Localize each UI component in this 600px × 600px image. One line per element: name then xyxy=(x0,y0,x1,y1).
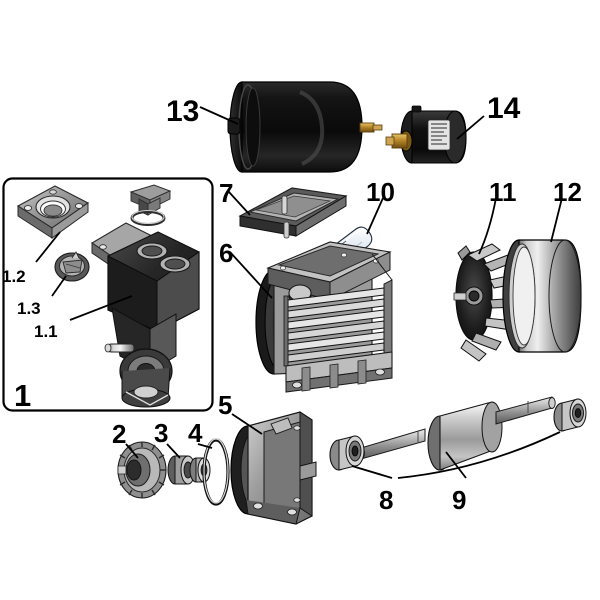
part-pump-casing xyxy=(230,411,317,525)
callout-4: 4 xyxy=(188,418,203,448)
callout-6: 6 xyxy=(219,238,234,268)
leader-line-14 xyxy=(456,115,485,140)
part-o-ring xyxy=(202,438,230,506)
part-ball-bearing-left xyxy=(329,435,365,471)
part-mounting-flange xyxy=(16,185,90,239)
part-pressure-tank xyxy=(227,81,383,173)
part-plug-and-seal xyxy=(129,184,172,226)
leader-line-5 xyxy=(231,413,263,435)
part-rotor-shaft xyxy=(357,396,556,471)
part-pump-body-casting xyxy=(90,222,200,408)
callout-7: 7 xyxy=(219,178,234,208)
leader-lines-group-1 xyxy=(35,231,133,321)
callout-8: 8 xyxy=(379,485,394,515)
part-cooling-fan xyxy=(453,243,521,362)
callout-11: 11 xyxy=(489,177,517,207)
leader-line-11 xyxy=(478,197,497,255)
callout-9: 9 xyxy=(452,485,467,515)
callout-1: 1 xyxy=(14,378,32,413)
callout-1-3: 1.3 xyxy=(17,299,41,318)
leader-line-7 xyxy=(228,191,251,216)
callout-1-1: 1.1 xyxy=(34,322,58,341)
leader-line-12 xyxy=(550,197,563,243)
group-box-1 xyxy=(2,177,214,412)
part-mechanical-seal xyxy=(167,455,211,485)
callout-12: 12 xyxy=(553,177,582,207)
callout-14: 14 xyxy=(487,92,521,125)
part-ball-bearing-right xyxy=(553,398,587,432)
callout-13: 13 xyxy=(166,95,200,128)
callout-1-2: 1.2 xyxy=(2,267,26,286)
part-terminal-box-cover xyxy=(238,187,348,239)
leader-line-6 xyxy=(229,251,273,299)
leader-line-9 xyxy=(445,451,467,479)
callout-2: 2 xyxy=(112,419,127,449)
leader-lines-8 xyxy=(351,431,561,479)
callout-5: 5 xyxy=(218,390,233,420)
leader-line-2 xyxy=(125,443,139,459)
part-impeller xyxy=(117,441,167,499)
leader-line-3 xyxy=(166,443,181,459)
part-valve-disc xyxy=(54,251,90,282)
callout-10: 10 xyxy=(366,177,395,207)
part-motor-stator-housing xyxy=(255,241,393,393)
leader-line-13 xyxy=(199,106,239,125)
part-pressure-switch xyxy=(385,105,467,164)
part-fan-cover xyxy=(502,239,582,353)
leader-line-4 xyxy=(197,443,213,449)
callout-3: 3 xyxy=(154,418,169,448)
leader-line-10 xyxy=(366,197,384,235)
